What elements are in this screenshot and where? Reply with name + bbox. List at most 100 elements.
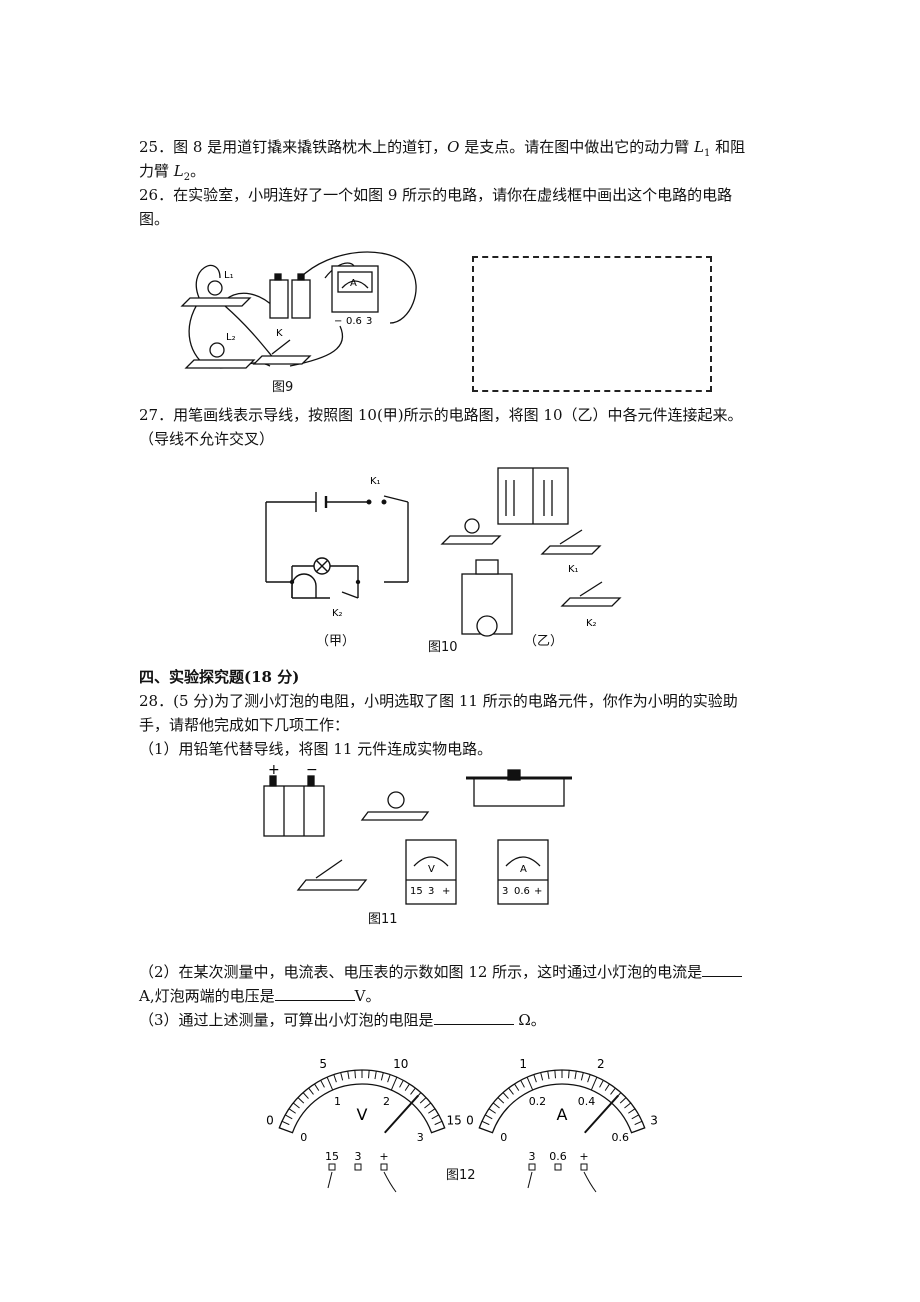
fig10-k2-label: K₂ [332, 608, 343, 619]
voltage-answer-blank[interactable] [274, 984, 355, 1001]
fig12-ammeter-inner-label: 0.4 [578, 1095, 596, 1108]
fig12-ammeter-outer-label: 1 [519, 1057, 527, 1071]
fig12-ammeter-tick [514, 1083, 520, 1091]
fig12-voltmeter-tick [434, 1120, 443, 1126]
fig12-ammeter-tick [540, 1072, 544, 1081]
fig12-ammeter-inner-label: 0 [500, 1131, 507, 1144]
q28-part1: （1）用铅笔代替导线，将图 11 元件连成实物电路。 [139, 740, 493, 758]
fig9-terminal-06: 0.6 [346, 316, 362, 327]
fig12-ammeter-tick [520, 1080, 525, 1088]
figure-11-components: + − V 15 3 + A 3 0.6 + [263, 762, 572, 905]
fig12-ammeter-tick [485, 1114, 493, 1120]
fig12-ammeter-needle [584, 1094, 619, 1134]
q27-line1: 27．用笔画线表示导线，按照图 10(甲)所示的电路图，将图 10（乙）中各元件… [139, 406, 743, 424]
bulb-l2-icon [209, 342, 225, 358]
q28-line2: 手，请帮他完成如下几项工作： [139, 716, 350, 734]
fig12-voltmeter-tick [292, 1102, 300, 1109]
fig9-caption: 图9 [272, 380, 294, 395]
fig12-voltmeter-tick [419, 1097, 427, 1104]
fig10-caption: 图10 [428, 640, 458, 655]
fig12-ammeter-wire [527, 1171, 533, 1189]
fig12-voltmeter-tick [354, 1070, 356, 1079]
fig12-voltmeter-terminal-label: 15 [325, 1150, 339, 1163]
fig12-ammeter-terminal-post [554, 1163, 562, 1171]
fig12-voltmeter-tick [302, 1092, 309, 1099]
fig12-ammeter-tick [610, 1087, 616, 1095]
fig12-voltmeter-tick [380, 1072, 384, 1081]
fig12-voltmeter-tick [347, 1071, 350, 1080]
fig12-ammeter-outer-label: 2 [597, 1057, 605, 1071]
fig12-ammeter-tick [488, 1108, 496, 1114]
fig12-ammeter-tick [599, 1080, 604, 1088]
fig9-k-label: K [276, 328, 283, 339]
q26-line1: 26．在实验室，小明连好了一个如图 9 所示的电路，请你在虚线框中画出这个电路的… [139, 186, 733, 204]
fig12-voltmeter-inner-label: 2 [383, 1095, 390, 1108]
fig12-ammeter-tick [554, 1070, 556, 1079]
q25-line1: 25．图 8 是用道钉撬来撬铁路枕木上的道钉，O 是支点。请在图中做出它的动力臂… [139, 138, 746, 159]
fig12-voltmeter-outer-label: 15 [446, 1113, 461, 1127]
fig12-voltmeter-tick [279, 1127, 293, 1134]
q26-line2: 图。 [139, 210, 170, 228]
answer-box-dashed[interactable] [472, 256, 712, 392]
fig12-ammeter-tick [631, 1114, 639, 1120]
q28-line1: 28．(5 分)为了测小灯泡的电阻，小明选取了图 11 所示的电路元件，你作为小… [139, 692, 738, 710]
fig11-voltmeter-symbol: V [428, 864, 435, 875]
fig12-ammeter-inner-label: 0.2 [529, 1095, 547, 1108]
fig10-right-label: （乙） [524, 634, 564, 649]
fig12-voltmeter-terminal-post [380, 1163, 388, 1171]
fig12-voltmeter-tick [404, 1083, 410, 1091]
fig12-voltmeter-tick [314, 1083, 320, 1091]
fig12-ammeter-tick [604, 1083, 610, 1091]
fig12-voltmeter-outer-label: 0 [266, 1113, 274, 1127]
fig12-voltmeter-terminal-label: + [379, 1150, 388, 1163]
fig12-voltmeter-outer-label: 10 [393, 1057, 408, 1071]
fig10-k1-component-label: K₁ [568, 564, 579, 575]
figure-9-circuit: L₁ L₂ K A − 0.6 3 [180, 251, 417, 369]
fig12-voltmeter-tick [340, 1072, 344, 1081]
fig12-ammeter-wire [583, 1171, 597, 1193]
fig12-voltmeter-outer-label: 5 [319, 1057, 327, 1071]
fig12-voltmeter-inner-label: 1 [334, 1095, 341, 1108]
fig12-voltmeter-wire [383, 1171, 397, 1193]
fig12-voltmeter-tick [368, 1070, 370, 1079]
resistance-answer-blank[interactable] [433, 1008, 514, 1025]
fig11-ammeter-symbol: A [520, 864, 527, 875]
fig12-ammeter-tick [568, 1070, 570, 1079]
fig12-voltmeter-terminal-label: 3 [355, 1150, 362, 1163]
fig12-ammeter-tick [624, 1102, 632, 1109]
fig12-voltmeter-needle [384, 1094, 419, 1134]
fig11-a-terminal-06: 0.6 [514, 886, 530, 897]
fig12-voltmeter-tick [424, 1102, 432, 1109]
fig12-voltmeter-tick [410, 1087, 416, 1095]
current-answer-blank[interactable] [702, 960, 743, 977]
fig11-v-terminal-3: 3 [428, 886, 434, 897]
fig12-voltmeter-tick [308, 1087, 314, 1095]
fig12-ammeter-tick [619, 1097, 627, 1104]
fig12-voltmeter-tick [387, 1074, 391, 1083]
fig11-a-terminal-3: 3 [502, 886, 508, 897]
fig12-ammeter-tick [631, 1127, 645, 1134]
fig12-voltmeter-tick [399, 1080, 404, 1088]
fig9-ammeter-symbol: A [350, 278, 357, 289]
fig12-voltmeter-tick [320, 1080, 325, 1088]
fig12-voltmeter-tick [390, 1076, 398, 1091]
fig11-v-terminal-plus: + [442, 886, 450, 897]
figure-10-schematic: K₁ K₂ [265, 476, 409, 619]
fig10-k2-component-label: K₂ [586, 618, 597, 629]
fig12-voltmeter-tick [326, 1076, 334, 1091]
fig12-voltmeter-scale-band [278, 1069, 446, 1134]
fig12-ammeter-tick [502, 1092, 509, 1099]
fig12-ammeter-inner-label: 0.6 [612, 1131, 630, 1144]
fig12-voltmeter-tick [431, 1114, 439, 1120]
fig12-ammeter-terminal-label: 0.6 [549, 1150, 567, 1163]
fig11-caption: 图11 [368, 912, 398, 927]
fig12-ammeter-scale-band [478, 1069, 646, 1134]
fig12-ammeter-terminal-post [580, 1163, 588, 1171]
fig12-ammeter-tick [479, 1127, 493, 1134]
fig12-voltmeter-symbol: V [357, 1105, 368, 1124]
fig12-voltmeter-terminal-post [328, 1163, 336, 1171]
fig12-ammeter-terminal-label: 3 [529, 1150, 536, 1163]
fig9-l2-label: L₂ [226, 332, 236, 343]
